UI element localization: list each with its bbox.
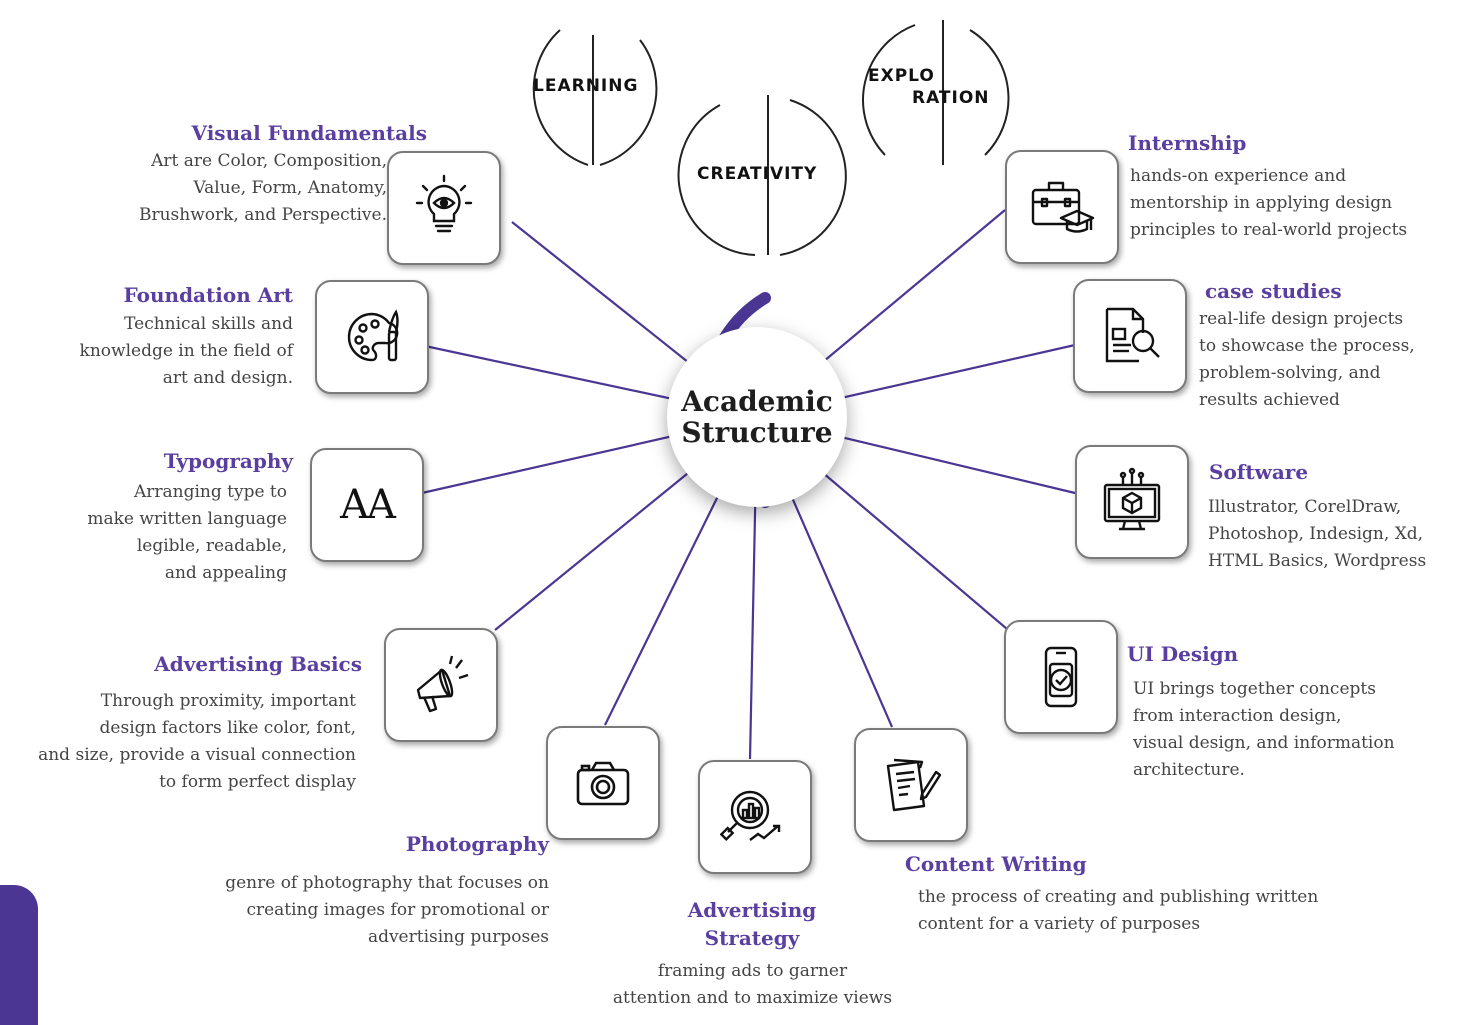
exploration-arc-right xyxy=(969,29,1010,156)
center-title-line1: Academic xyxy=(681,385,833,418)
advertising-basics-title: Advertising Basics xyxy=(154,652,362,676)
exploration-arc-left xyxy=(862,24,916,156)
lightbulb-eye-icon xyxy=(415,174,473,233)
case-studies-desc: real-life design projects to showcase th… xyxy=(1199,309,1415,410)
megaphone-icon xyxy=(416,655,469,713)
internship-card xyxy=(1005,150,1119,264)
exploration-badge-line2: RATION xyxy=(912,88,990,108)
photography-desc: genre of photography that focuses on cre… xyxy=(225,873,549,947)
photography-card xyxy=(546,726,660,840)
briefcase-graduation-icon xyxy=(1031,181,1095,233)
document-search-icon xyxy=(1105,307,1160,363)
foundation-art-desc: Technical skills and knowledge in the fi… xyxy=(79,314,293,388)
internship-title: Internship xyxy=(1128,131,1247,155)
software-desc: Illustrator, CorelDraw, Photoshop, Indes… xyxy=(1208,497,1427,571)
content-writing-title: Content Writing xyxy=(905,852,1087,876)
document-pen-icon xyxy=(886,758,942,812)
learning-badge: LEARNING xyxy=(533,76,639,96)
case-studies-title: case studies xyxy=(1205,279,1342,303)
analytics-magnifier-icon xyxy=(720,790,781,842)
advertising-strategy-desc: framing ads to garner attention and to m… xyxy=(612,961,893,1008)
center-title-line2: Structure xyxy=(681,416,833,449)
typography-card: AA xyxy=(310,448,424,562)
advertising-strategy-card xyxy=(698,760,812,874)
content-writing-card xyxy=(854,728,968,842)
center-title: Academic Structure xyxy=(677,386,837,448)
ui-design-desc: UI brings together concepts from interac… xyxy=(1133,679,1395,780)
visual-fundamentals-desc: Art are Color, Composition, Value, Form,… xyxy=(138,151,387,225)
software-card xyxy=(1075,445,1189,559)
internship-desc: hands-on experience and mentorship in ap… xyxy=(1130,166,1408,240)
learning-arc-left xyxy=(532,29,589,166)
center-node: Academic Structure xyxy=(667,327,847,507)
case-studies-card xyxy=(1073,279,1187,393)
advertising-strategy-title-line1: Advertising xyxy=(687,898,817,922)
software-title: Software xyxy=(1209,460,1309,484)
advertising-basics-desc: Through proximity, important design fact… xyxy=(38,691,356,792)
creativity-badge: CREATIVITY xyxy=(697,164,818,184)
creativity-arc-right xyxy=(779,99,847,256)
foundation-art-title: Foundation Art xyxy=(123,283,293,307)
advertising-basics-card xyxy=(384,628,498,742)
advertising-strategy-title-line2: Strategy xyxy=(704,926,800,950)
creativity-arc-left xyxy=(677,104,756,256)
palette-brush-icon xyxy=(347,309,399,362)
visual-fundamentals-title: Visual Fundamentals xyxy=(191,121,427,145)
exploration-badge-line1: EXPLO xyxy=(868,66,935,86)
photography-title: Photography xyxy=(405,832,549,856)
typography-desc: Arranging type to make written language … xyxy=(87,482,287,583)
monitor-cube-icon xyxy=(1103,467,1161,531)
content-writing-desc: the process of creating and publishing w… xyxy=(918,887,1319,934)
advertising-strategy-title: Advertising Strategy xyxy=(652,896,852,952)
smartphone-check-icon xyxy=(1044,646,1078,708)
ui-design-card xyxy=(1004,620,1118,734)
learning-arc-right xyxy=(599,39,658,166)
camera-icon xyxy=(576,761,630,806)
foundation-art-card xyxy=(315,280,429,394)
side-tab xyxy=(0,885,38,1025)
visual-fundamentals-card xyxy=(387,151,501,265)
font-size-icon: AA xyxy=(340,482,396,528)
ui-design-title: UI Design xyxy=(1127,642,1239,666)
typography-title: Typography xyxy=(163,449,293,473)
